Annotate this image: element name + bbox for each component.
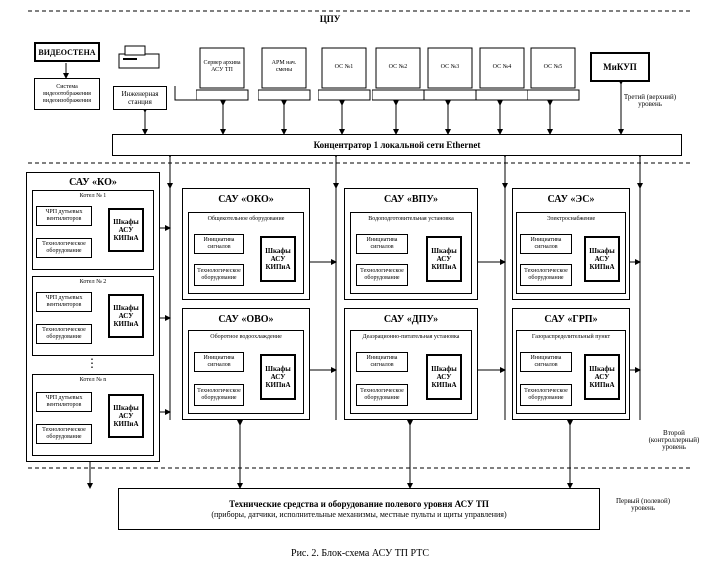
boiler-2-cabinet: Шкафы АСУ КИПиА (108, 294, 144, 338)
dpu-sub: Деаэрационно-питательная установка (362, 333, 460, 340)
cpu-title: ЦПУ (319, 14, 341, 24)
os5-monitor-icon (526, 46, 581, 109)
os3-monitor-icon (423, 46, 478, 109)
boiler-n-cabinet: Шкафы АСУ КИПиА (108, 394, 144, 438)
sau-ovo-title: САУ «ОВО» (218, 313, 274, 325)
grp-cabinet: Шкафы АСУ КИПиА (584, 354, 620, 400)
vpu-equip: Технологическое оборудование (356, 264, 408, 286)
video-system-box: Система видеоотображения видеоизображени… (34, 78, 100, 110)
vpu-signals: Инициатива сигналов (356, 234, 408, 254)
server-monitor-icon (195, 46, 250, 109)
level3-label: Третий (верхний) уровень (623, 93, 677, 108)
ovo-signals: Инициатива сигналов (194, 352, 244, 372)
engineer-station-box: Инженерная станция (113, 86, 167, 110)
field-title: Технические средства и оборудование поле… (229, 499, 489, 509)
mikup-box: МиКУП (590, 52, 650, 82)
dpu-signals: Инициатива сигналов (356, 352, 408, 372)
ovo-sub: Оборотное водоохлаждение (210, 333, 282, 340)
sau-dpu-title: САУ «ДПУ» (383, 313, 439, 325)
ovo-cabinet: Шкафы АСУ КИПиА (260, 354, 296, 400)
boiler-ellipsis: ⋮ (86, 355, 98, 370)
os1-label: ОС №1 (334, 63, 354, 70)
sau-vpu-title: САУ «ВПУ» (383, 193, 439, 205)
boiler-1-chrp: ЧРП дутьевых вентиляторов (36, 206, 92, 226)
vpu-cabinet: Шкафы АСУ КИПиА (426, 236, 462, 282)
boiler-2-equip: Технологическое оборудование (36, 324, 92, 344)
oko-signals: Инициатива сигналов (194, 234, 244, 254)
os2-monitor-icon (371, 46, 426, 109)
es-cabinet: Шкафы АСУ КИПиА (584, 236, 620, 282)
os4-label: ОС №4 (492, 63, 512, 70)
sau-ko-title: САУ «КО» (69, 176, 117, 188)
arm-monitor-icon (257, 46, 312, 109)
boiler-n-equip: Технологическое оборудование (36, 424, 92, 444)
field-level-box: Технические средства и оборудование поле… (118, 488, 600, 530)
boiler-1-equip: Технологическое оборудование (36, 238, 92, 258)
boiler-2-chrp: ЧРП дутьевых вентиляторов (36, 292, 92, 312)
boiler-n-chrp: ЧРП дутьевых вентиляторов (36, 392, 92, 412)
field-subtitle: (приборы, датчики, исполнительные механи… (211, 510, 507, 519)
videowall-box: ВИДЕОСТЕНА (34, 42, 100, 62)
es-signals: Инициатива сигналов (520, 234, 572, 254)
grp-signals: Инициатива сигналов (520, 352, 572, 372)
level2-label: Второй (контроллерный) уровень (648, 429, 700, 451)
vpu-sub: Водоподготовительная установка (368, 215, 454, 222)
printer-icon (113, 44, 163, 77)
os5-label: ОС №5 (543, 63, 563, 70)
es-equip: Технологическое оборудование (520, 264, 572, 286)
sau-grp-title: САУ «ГРП» (544, 313, 598, 325)
sau-oko-title: САУ «ОКО» (218, 193, 274, 205)
level1-label: Первый (полевой) уровень (615, 497, 671, 512)
figure-caption: Рис. 2. Блок-схема АСУ ТП РТС (291, 548, 429, 559)
os2-label: ОС №2 (388, 63, 408, 70)
oko-sub: Общекотельное оборудование (207, 215, 285, 222)
oko-equip: Технологическое оборудование (194, 264, 244, 286)
es-sub: Электроснабжение (546, 215, 596, 222)
dpu-cabinet: Шкафы АСУ КИПиА (426, 354, 462, 400)
os1-monitor-icon (317, 46, 372, 109)
boiler-1-cabinet: Шкафы АСУ КИПиА (108, 208, 144, 252)
arm-label: АРМ нач. смены (271, 60, 297, 73)
ovo-equip: Технологическое оборудование (194, 384, 244, 406)
boiler-2-title: Котел № 2 (79, 278, 107, 285)
dpu-equip: Технологическое оборудование (356, 384, 408, 406)
sau-es-title: САУ «ЭС» (547, 193, 595, 205)
grp-equip: Технологическое оборудование (520, 384, 572, 406)
boiler-n-title: Котел № n (79, 376, 107, 383)
concentrator-bar: Концентратор 1 локальной сети Ethernet (112, 134, 682, 156)
oko-cabinet: Шкафы АСУ КИПиА (260, 236, 296, 282)
os3-label: ОС №3 (440, 63, 460, 70)
grp-sub: Газораспределительный пункт (531, 333, 611, 340)
server-label: Сервер архива АСУ ТП (203, 60, 241, 73)
boiler-1-title: Котел № 1 (79, 192, 107, 199)
